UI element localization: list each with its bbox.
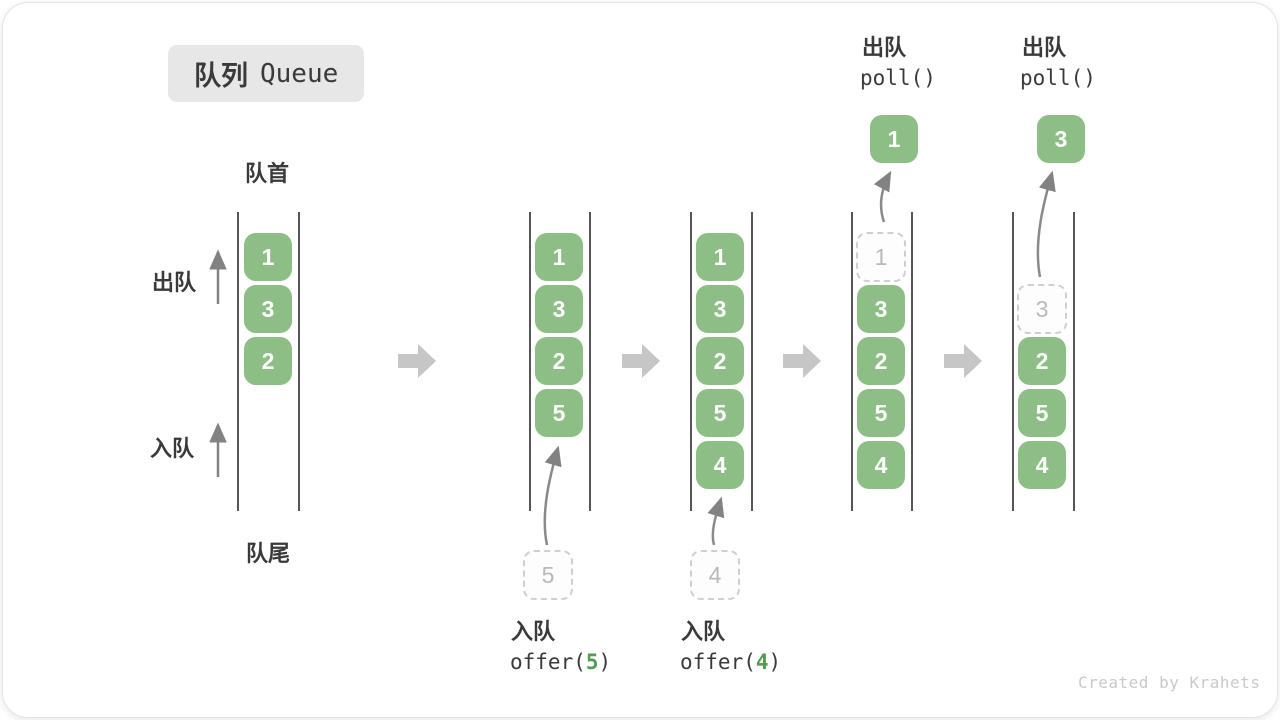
code-close: ) bbox=[598, 650, 612, 674]
queue-item: 3 bbox=[535, 285, 583, 333]
removed-item-dashed: 3 bbox=[1017, 284, 1067, 334]
polled-item: 1 bbox=[870, 115, 918, 163]
col5-left-wall bbox=[1012, 212, 1014, 511]
enqueue-code-label: offer(4) bbox=[680, 650, 781, 674]
col2-left-wall bbox=[529, 212, 531, 511]
queue-item: 1 bbox=[244, 233, 292, 281]
queue-item: 5 bbox=[535, 389, 583, 437]
queue-item: 5 bbox=[1018, 389, 1066, 437]
col5-right-wall bbox=[1073, 212, 1075, 511]
dequeue-action-label: 出队 bbox=[1022, 35, 1067, 60]
queue-item: 1 bbox=[696, 233, 744, 281]
queue-item: 2 bbox=[535, 337, 583, 385]
col1-right-wall bbox=[298, 212, 300, 511]
removed-item-dashed: 1 bbox=[856, 232, 906, 282]
dequeue-action-label: 出队 bbox=[862, 35, 907, 60]
col4-right-wall bbox=[911, 212, 913, 511]
queue-item: 1 bbox=[535, 233, 583, 281]
col3-left-wall bbox=[690, 212, 692, 511]
queue-item: 5 bbox=[696, 389, 744, 437]
code-fn: offer( bbox=[510, 650, 586, 674]
code-arg: 4 bbox=[755, 650, 769, 674]
label-dequeue-side: 出队 bbox=[152, 270, 197, 295]
queue-item: 4 bbox=[696, 441, 744, 489]
code-close: ) bbox=[768, 650, 782, 674]
queue-item: 3 bbox=[857, 285, 905, 333]
code-fn: offer( bbox=[680, 650, 756, 674]
enqueue-action-label: 入队 bbox=[511, 619, 556, 644]
title-zh: 队列 bbox=[194, 61, 248, 91]
incoming-item-dashed: 5 bbox=[523, 550, 573, 600]
code-arg: 5 bbox=[585, 650, 599, 674]
queue-item: 2 bbox=[244, 337, 292, 385]
dequeue-code-label: poll() bbox=[860, 66, 936, 90]
enqueue-code-label: offer(5) bbox=[510, 650, 611, 674]
queue-item: 2 bbox=[857, 337, 905, 385]
dequeue-code-label: poll() bbox=[1020, 66, 1096, 90]
title-en: Queue bbox=[260, 58, 339, 89]
watermark: Created by Krahets bbox=[1078, 673, 1261, 692]
polled-item: 3 bbox=[1037, 115, 1085, 163]
label-queue-front: 队首 bbox=[245, 161, 290, 186]
col4-left-wall bbox=[851, 212, 853, 511]
col1-left-wall bbox=[237, 212, 239, 511]
label-queue-rear: 队尾 bbox=[246, 541, 291, 566]
queue-item: 3 bbox=[696, 285, 744, 333]
title-box: 队列 Queue bbox=[168, 45, 365, 102]
incoming-item-dashed: 4 bbox=[690, 550, 740, 600]
queue-item: 4 bbox=[857, 441, 905, 489]
col2-right-wall bbox=[589, 212, 591, 511]
queue-item: 2 bbox=[696, 337, 744, 385]
queue-item: 5 bbox=[857, 389, 905, 437]
enqueue-action-label: 入队 bbox=[681, 619, 726, 644]
queue-item: 4 bbox=[1018, 441, 1066, 489]
queue-item: 3 bbox=[244, 285, 292, 333]
label-enqueue-side: 入队 bbox=[150, 436, 195, 461]
queue-item: 2 bbox=[1018, 337, 1066, 385]
col3-right-wall bbox=[751, 212, 753, 511]
